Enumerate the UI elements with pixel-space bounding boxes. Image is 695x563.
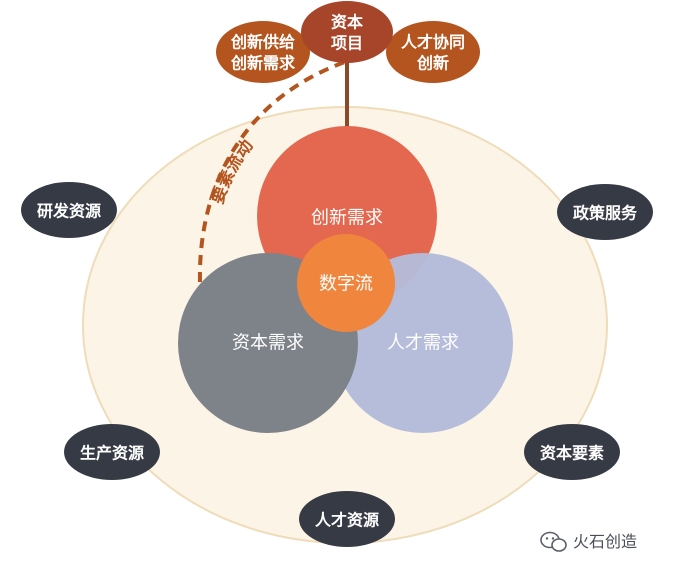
talent-demand-label: 人才需求 [387, 333, 459, 354]
capital-demand-label: 资本需求 [232, 333, 304, 354]
production-resources-label: 生产资源 [80, 444, 144, 463]
policy-services-node [557, 184, 653, 240]
innovation-supply-line1: 创新供给 [230, 33, 295, 52]
element-flow-arc [197, 60, 346, 283]
rd-resources-node [21, 182, 117, 238]
watermark: 火石创造 [540, 531, 637, 552]
capital-elements-label: 资本要素 [540, 444, 604, 463]
talent-collab-line2: 创新 [416, 54, 449, 73]
talent-collab-node [386, 21, 480, 83]
watermark-text: 火石创造 [573, 532, 637, 551]
innovation-supply-node [216, 21, 310, 83]
innovation-supply-line2: 创新需求 [230, 54, 296, 73]
data-flow-circle [297, 234, 395, 332]
wechat-icon [540, 531, 567, 552]
capital-projects-line2: 项目 [331, 34, 363, 53]
policy-services-label: 政策服务 [573, 204, 638, 223]
innovation-demand-label: 创新需求 [311, 208, 383, 229]
production-resources-node [64, 424, 160, 480]
capital-projects-node [301, 1, 393, 63]
talent-resources-label: 人才资源 [315, 511, 379, 530]
talent-collab-line1: 人才协同 [401, 33, 465, 52]
talent-resources-node [299, 491, 395, 547]
data-flow-label: 数字流 [319, 274, 373, 295]
capital-projects-line1: 资本 [331, 13, 363, 32]
capital-elements-node [524, 424, 620, 480]
rd-resources-label: 研发资源 [37, 202, 101, 221]
